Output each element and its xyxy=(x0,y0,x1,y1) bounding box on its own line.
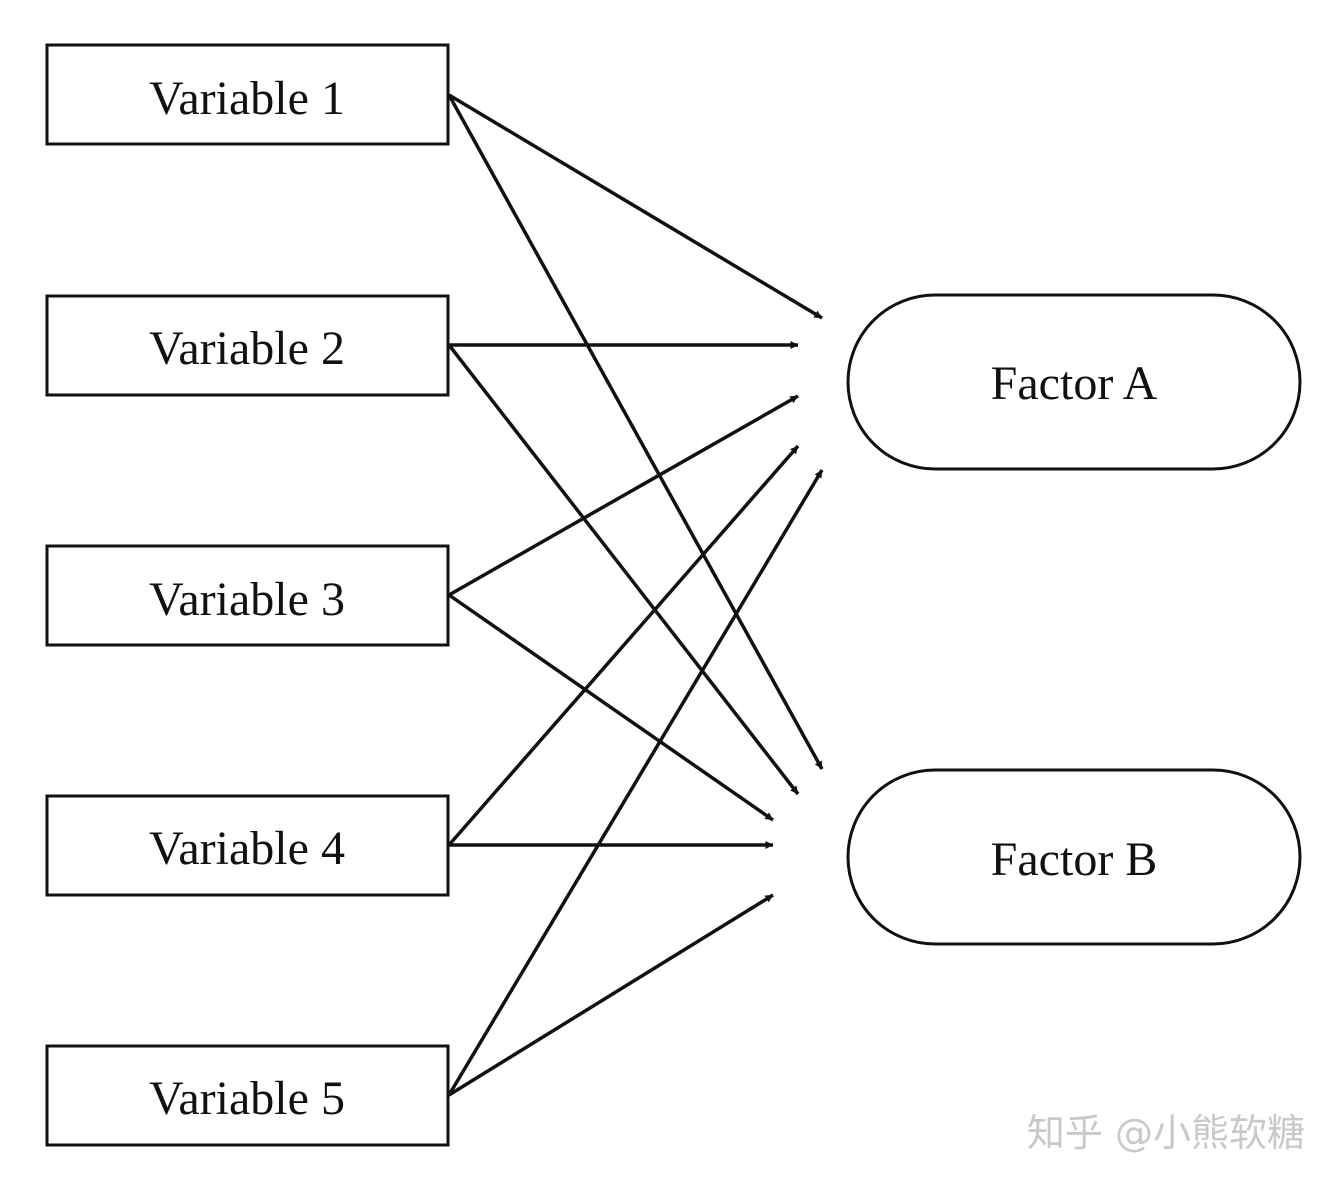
variable-label-4: Variable 4 xyxy=(149,822,345,875)
variable-node-2: Variable 2 xyxy=(45,294,450,397)
edge-v3-to-fb xyxy=(448,593,774,822)
variable-label-1: Variable 1 xyxy=(149,72,345,125)
edge-v5-to-fb xyxy=(448,893,774,1097)
variable-label-2: Variable 2 xyxy=(149,322,345,375)
factor-label-b: Factor B xyxy=(991,833,1158,886)
edge-v4-to-fa xyxy=(447,444,800,847)
variable-label-5: Variable 5 xyxy=(149,1072,345,1125)
edge-v1-to-fa xyxy=(448,93,823,320)
factor-node-b: Factor B xyxy=(846,768,1302,946)
edges-layer xyxy=(447,93,824,1097)
watermark-text: 知乎 @小熊软糖 xyxy=(1027,1111,1305,1155)
variable-node-3: Variable 3 xyxy=(45,544,450,647)
variable-node-5: Variable 5 xyxy=(45,1044,450,1147)
factor-label-a: Factor A xyxy=(991,357,1158,410)
variable-node-1: Variable 1 xyxy=(45,43,450,146)
factor-node-a: Factor A xyxy=(846,293,1302,471)
edge-v2-to-fb xyxy=(447,343,800,796)
edge-v1-to-fb xyxy=(447,94,824,770)
variable-node-4: Variable 4 xyxy=(45,794,450,897)
edge-v3-to-fa xyxy=(448,394,799,597)
variable-label-3: Variable 3 xyxy=(149,573,345,626)
edge-v5-to-fa xyxy=(447,469,824,1096)
